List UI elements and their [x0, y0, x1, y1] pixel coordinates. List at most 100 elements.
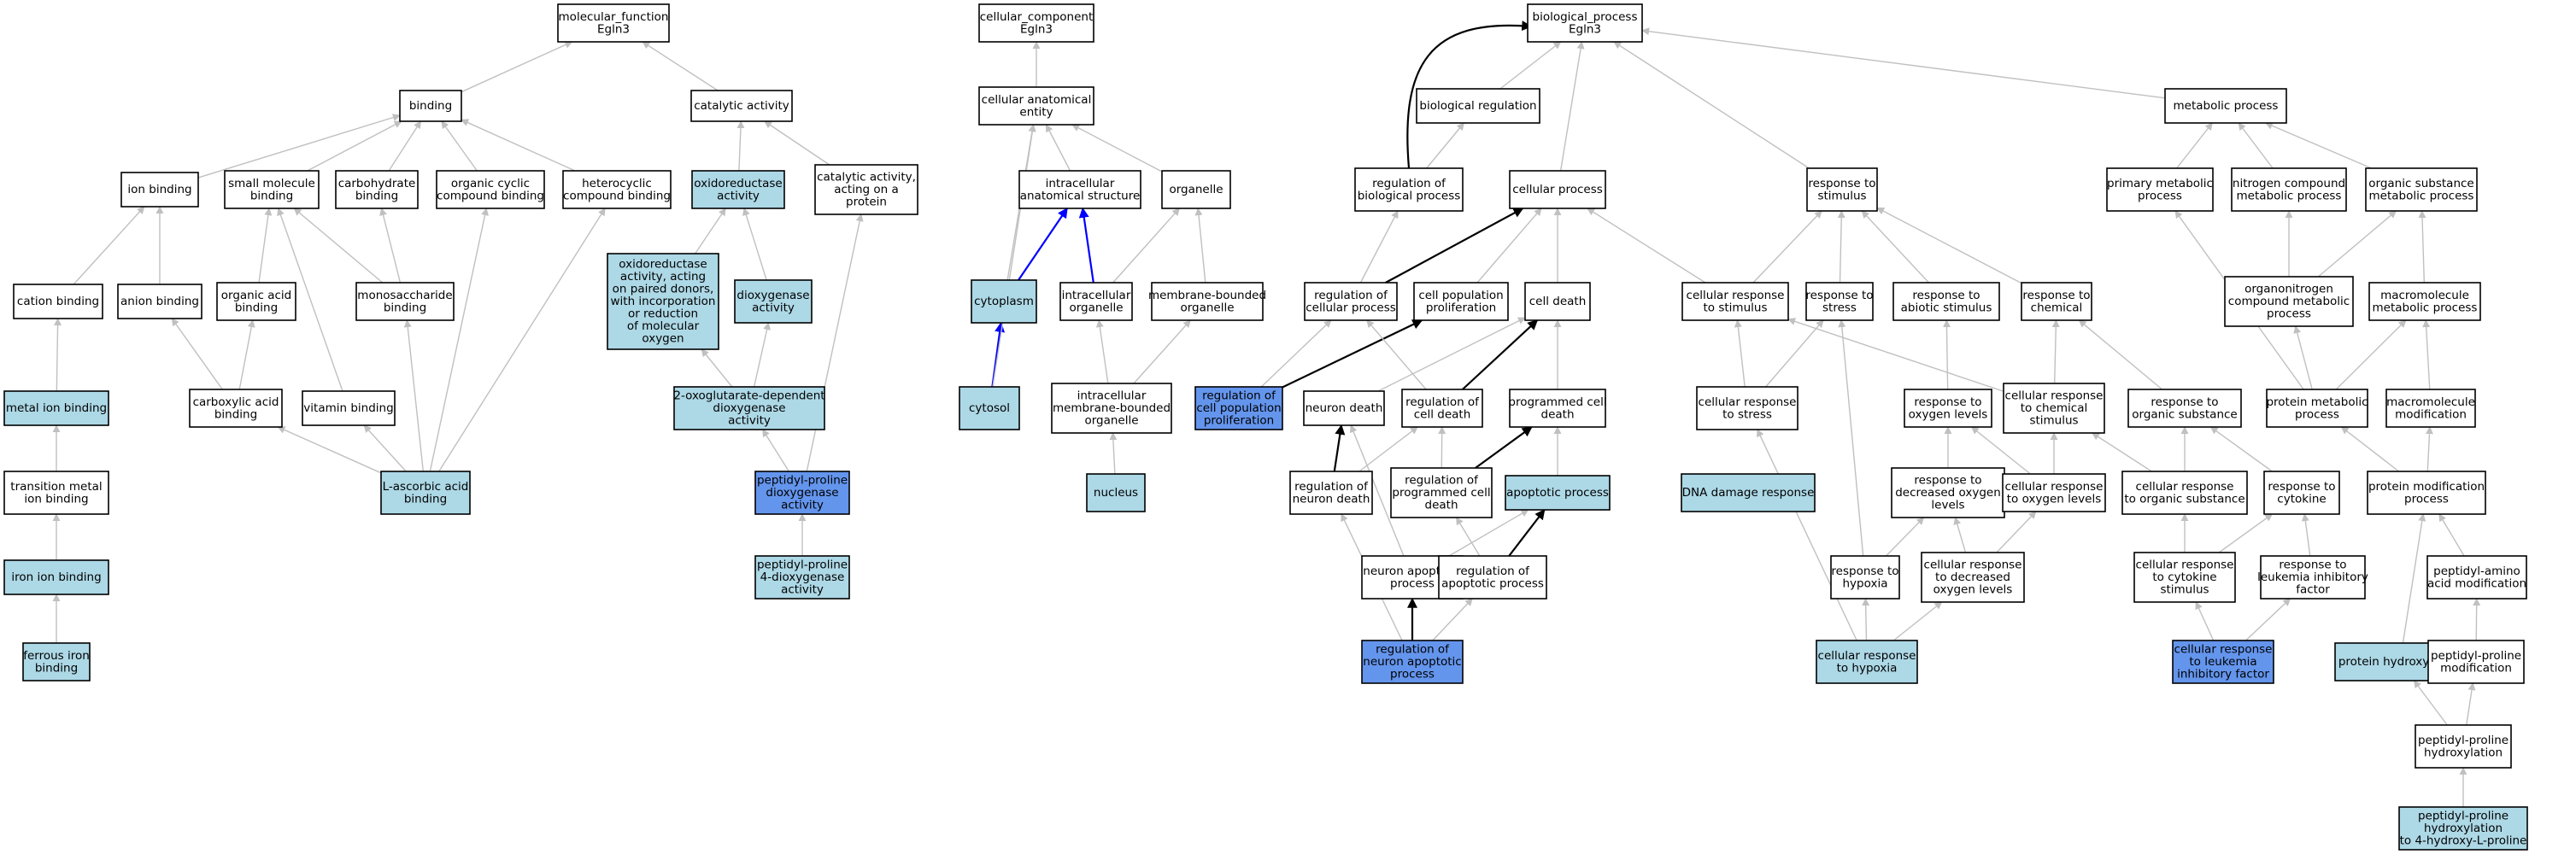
- node-box[interactable]: [1921, 552, 2025, 603]
- node-box[interactable]: [302, 390, 396, 426]
- node-box[interactable]: [2266, 389, 2368, 428]
- node-box[interactable]: [1151, 282, 1264, 321]
- node-box[interactable]: [1413, 282, 1509, 321]
- node-box[interactable]: [1194, 386, 1283, 430]
- node-catalytic[interactable]: catalytic activity: [690, 90, 793, 122]
- node-box[interactable]: [2003, 383, 2105, 434]
- node-box[interactable]: [335, 170, 419, 209]
- node-ion-binding[interactable]: ion binding: [120, 172, 199, 208]
- node-dna-damage[interactable]: DNA damage response: [1681, 473, 1816, 512]
- node-cytosol[interactable]: cytosol: [959, 386, 1020, 430]
- node-box[interactable]: [1289, 471, 1373, 515]
- node-box[interactable]: [1059, 282, 1133, 321]
- node-box[interactable]: [1161, 170, 1231, 209]
- node-box[interactable]: [355, 282, 455, 321]
- node-cation[interactable]: cation binding: [13, 284, 103, 319]
- node-box[interactable]: [2127, 389, 2242, 428]
- node-box[interactable]: [2427, 640, 2525, 684]
- node-box[interactable]: [754, 471, 850, 515]
- node-vitamin[interactable]: vitamin binding: [302, 390, 396, 426]
- node-box[interactable]: [1805, 282, 1874, 321]
- node-binding[interactable]: binding: [399, 90, 462, 122]
- node-box[interactable]: [2415, 724, 2512, 769]
- node-box[interactable]: [436, 170, 545, 209]
- node-box[interactable]: [2367, 471, 2486, 515]
- node-box[interactable]: [607, 253, 719, 350]
- node-oxoglutarate[interactable]: 2-oxoglutarate-dependentdioxygenaseactiv…: [673, 386, 825, 430]
- node-nucleus[interactable]: nucleus: [1086, 473, 1146, 512]
- node-box[interactable]: [2231, 167, 2347, 212]
- node-apoptotic[interactable]: apoptotic process: [1505, 475, 1611, 511]
- node-box[interactable]: [2164, 88, 2287, 124]
- node-box[interactable]: [224, 170, 320, 209]
- node-neuron-death[interactable]: neuron death: [1303, 390, 1385, 426]
- node-box[interactable]: [2426, 555, 2527, 600]
- node-box[interactable]: [562, 170, 672, 209]
- node-box[interactable]: [1816, 640, 1918, 684]
- node-box[interactable]: [13, 284, 103, 319]
- node-metabolic[interactable]: metabolic process: [2164, 88, 2287, 124]
- node-box[interactable]: [3, 390, 109, 426]
- node-box[interactable]: [1509, 389, 1606, 428]
- node-anion[interactable]: anion binding: [117, 284, 202, 319]
- node-metal-ion[interactable]: metal ion binding: [3, 390, 109, 426]
- node-box[interactable]: [2385, 389, 2476, 428]
- node-box[interactable]: [1018, 170, 1141, 209]
- node-box[interactable]: [1304, 282, 1398, 321]
- node-box[interactable]: [2260, 555, 2366, 600]
- node-organelle[interactable]: organelle: [1161, 170, 1231, 209]
- node-box[interactable]: [1086, 473, 1146, 512]
- node-box[interactable]: [1051, 383, 1172, 434]
- node-box[interactable]: [814, 164, 918, 215]
- node-box[interactable]: [1696, 386, 1799, 430]
- node-box[interactable]: [1401, 389, 1483, 428]
- node-box[interactable]: [734, 279, 813, 324]
- node-box[interactable]: [1892, 282, 2000, 321]
- node-box[interactable]: [1505, 475, 1611, 511]
- node-box[interactable]: [1390, 467, 1493, 518]
- node-box[interactable]: [959, 386, 1020, 430]
- node-box[interactable]: [971, 279, 1037, 324]
- node-box[interactable]: [380, 471, 471, 515]
- node-box[interactable]: [2002, 473, 2106, 512]
- node-box[interactable]: [1681, 282, 1789, 321]
